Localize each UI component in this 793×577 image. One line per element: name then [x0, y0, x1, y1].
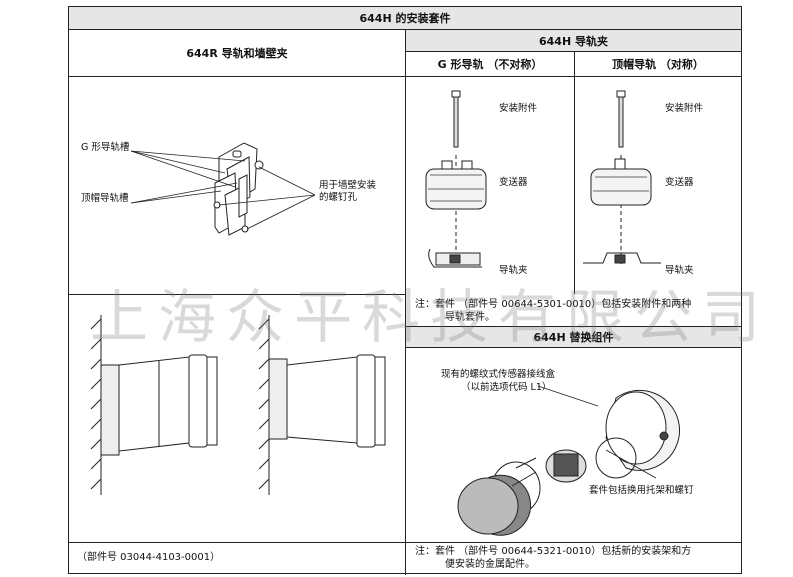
- replace-kit-note-line-2: 便安装的金属配件。: [445, 559, 535, 570]
- rail-clip-drawing: [130, 142, 316, 236]
- replace-kit-note-line-1: 注：套件 （部件号 00644-5321-0010）包括新的安装架和方: [415, 546, 692, 557]
- left-row-divider: [69, 294, 405, 295]
- mounting-kit-table: 644H 的安装套件 644R 导轨和墙壁夹 644H 导轨夹 G 形导轨 （不…: [68, 6, 742, 575]
- replacement-parts-drawing: [457, 385, 681, 536]
- screw-holes-label-2: 的螺钉孔: [319, 192, 358, 203]
- left-header: 644R 导轨和墙壁夹: [69, 30, 405, 77]
- part-number-left: （部件号 03044-4103-0001）: [77, 552, 221, 563]
- g-rail-drawing: [425, 90, 487, 268]
- g-transmitter-label: 变送器: [499, 177, 528, 188]
- right-row-divider: [406, 326, 741, 327]
- right-divider: [574, 52, 575, 294]
- g-rail-header: G 形导轨 （不对称）: [406, 52, 574, 77]
- th-clip-label: 导轨夹: [665, 265, 694, 276]
- rail-kit-note-line-1: 注：套件 （部件号 00644-5301-0010）包括安装附件和两种: [415, 299, 692, 310]
- right-header: 644H 导轨夹: [406, 30, 741, 52]
- center-divider: [405, 30, 406, 575]
- g-hardware-label: 安装附件: [499, 103, 538, 114]
- th-transmitter-label: 变送器: [665, 177, 694, 188]
- wall-mount-drawing: [90, 315, 386, 495]
- top-hat-rail-drawing: [583, 90, 661, 267]
- bottom-row-divider: [69, 542, 741, 543]
- housing-label-1: 现有的螺纹式传感器接线盒: [441, 369, 556, 380]
- th-hardware-label: 安装附件: [665, 103, 704, 114]
- watermark: 上海众平科技有限公司: [90, 283, 771, 351]
- housing-label-2: （以前选项代码 L1）: [461, 382, 552, 393]
- top-hat-slot-label: 顶帽导轨槽: [81, 193, 129, 204]
- rail-kit-note-line-2: 导轨套件。: [445, 312, 495, 323]
- g-rail-slot-label: G 形导轨槽: [81, 142, 130, 153]
- table-title: 644H 的安装套件: [69, 7, 741, 30]
- replacement-header: 644H 替换组件: [406, 327, 741, 348]
- screw-holes-label-1: 用于墙壁安装: [319, 180, 377, 191]
- top-hat-rail-header: 顶帽导轨 （对称）: [575, 52, 741, 77]
- kit-label: 套件包括换用托架和螺钉: [589, 485, 694, 496]
- g-clip-label: 导轨夹: [499, 265, 528, 276]
